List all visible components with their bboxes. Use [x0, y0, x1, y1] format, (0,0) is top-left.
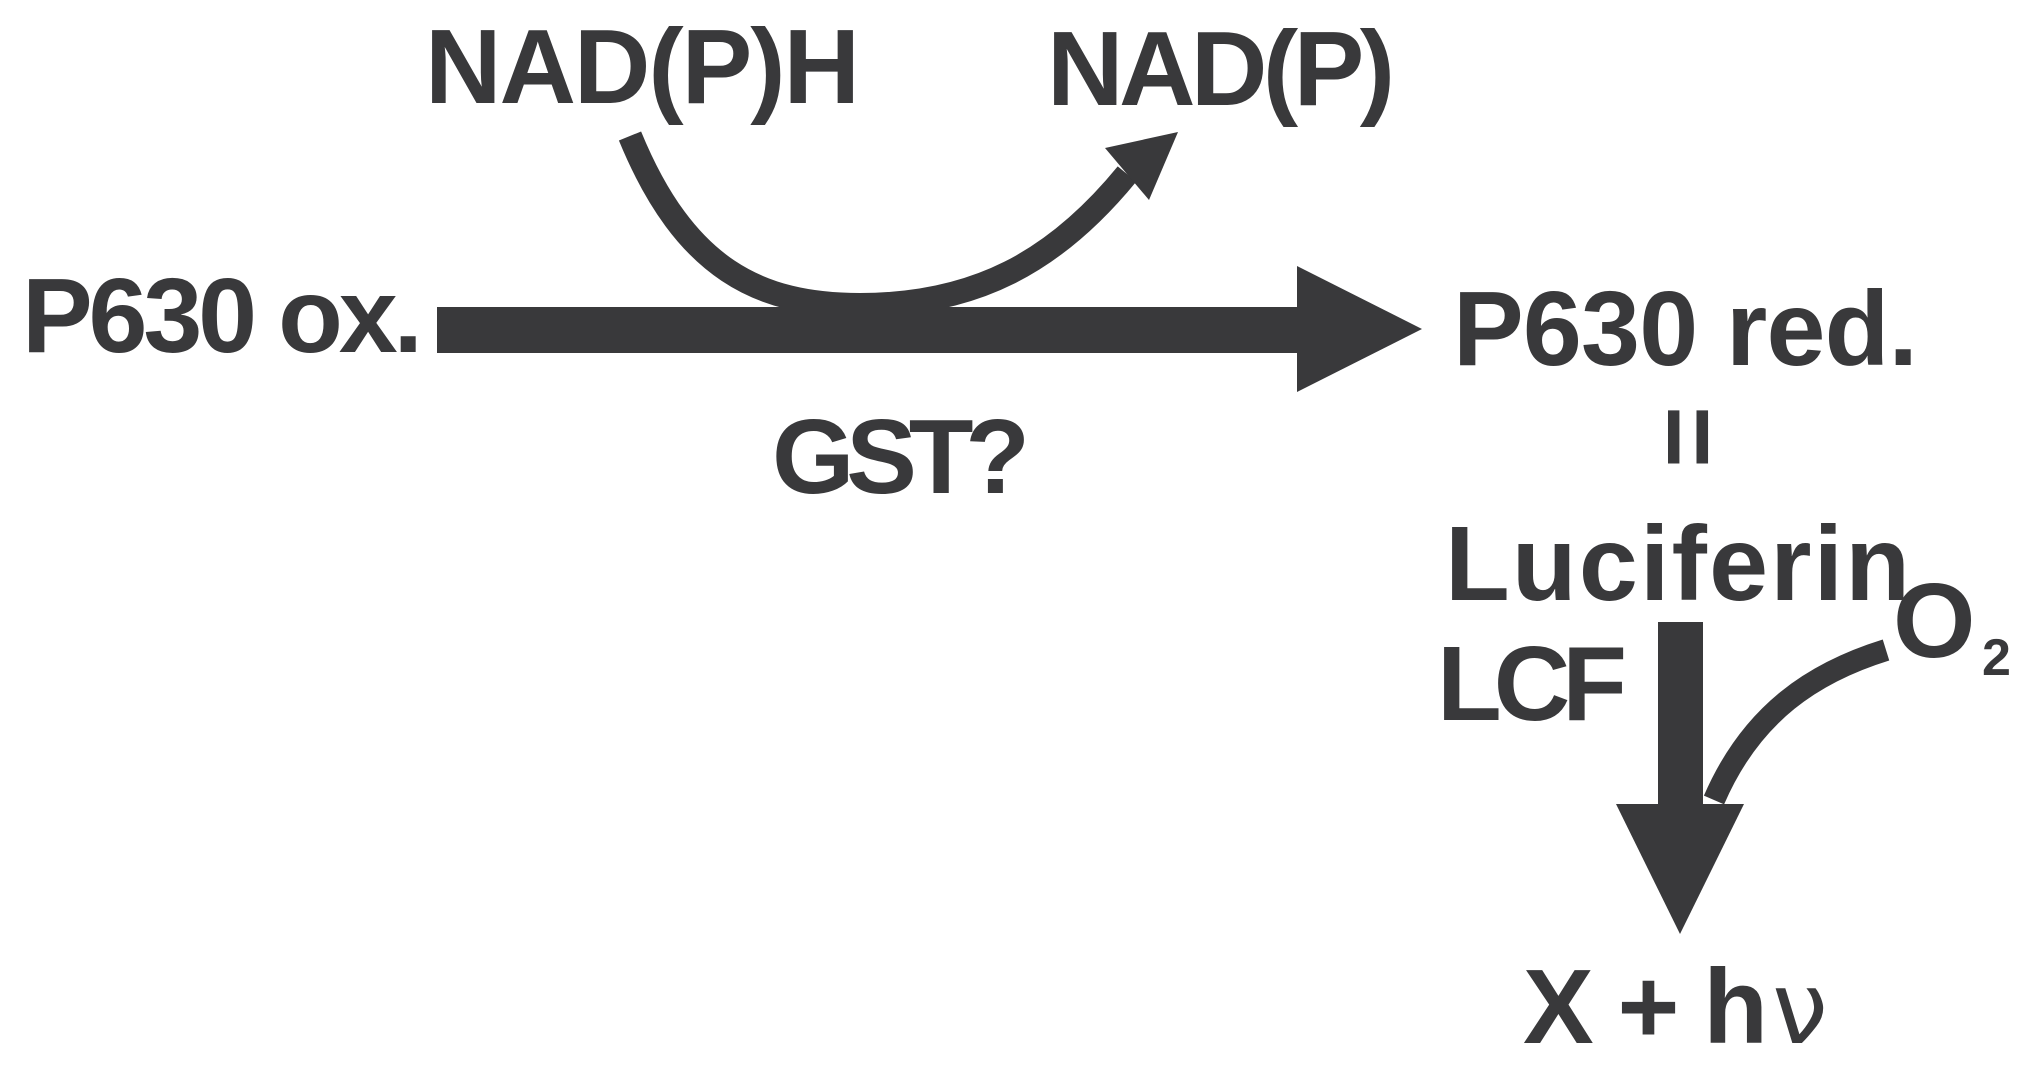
oxygen-subscript: 2 — [1982, 629, 2011, 687]
identity-equals-symbol: = — [1630, 406, 1748, 468]
luciferin-arrow-shaft — [1658, 622, 1703, 806]
p630-ox-label: P630 ox. — [22, 257, 423, 375]
main-reaction-arrow-shaft — [437, 307, 1297, 353]
luciferin-arrowhead-icon — [1616, 804, 1744, 934]
photon-nu-symbol: ν — [1772, 950, 1828, 1067]
products-label: X + h — [1523, 948, 1768, 1066]
nadph-label: NAD(P)H — [425, 8, 860, 126]
luciferin-label: Luciferin — [1445, 505, 1910, 623]
gst-label: GST? — [772, 398, 1030, 516]
cofactor-curve-arrow — [618, 131, 1137, 318]
p630-red-label: P630 red. — [1453, 270, 1918, 388]
oxygen-label: O — [1893, 562, 1975, 680]
lcf-label: LCF — [1437, 625, 1627, 743]
cofactor-arrowhead-icon — [1105, 132, 1178, 200]
nadp-label: NAD(P) — [1047, 10, 1395, 128]
oxygen-curve-arrow — [1703, 639, 1890, 805]
main-reaction-arrowhead-icon — [1297, 266, 1422, 392]
